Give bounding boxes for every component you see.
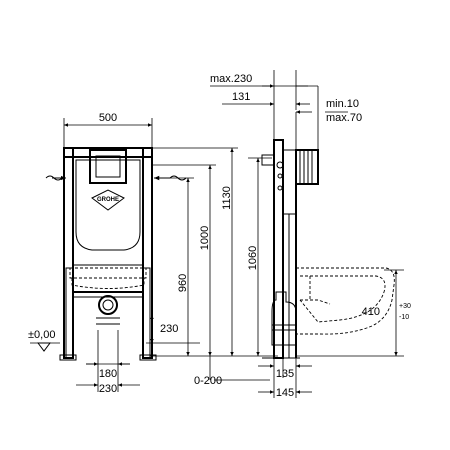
dim-bottom-230: 230	[99, 383, 117, 395]
dim-max-70: max.70	[326, 112, 362, 124]
tol-minus-10: -10	[399, 314, 409, 321]
dim-max-230: max.230	[210, 73, 252, 85]
dim-drain-230: 230	[160, 323, 178, 335]
logo-text: GROHE	[97, 197, 119, 203]
front-view: 500	[28, 112, 200, 395]
dim-bowl-410: 410	[362, 306, 380, 318]
dim-depth-145: 145	[276, 387, 294, 399]
dim-height-960: 960	[177, 274, 189, 292]
height-dimensions: 960 1000 1130 1060 0-200	[150, 147, 278, 387]
dim-min-10: min.10	[326, 98, 359, 110]
dim-depth-135: 135	[276, 368, 294, 380]
dim-bottom-180: 180	[99, 368, 117, 380]
dim-width-500: 500	[99, 112, 117, 124]
tol-plus-30: +30	[399, 303, 411, 310]
floor-reference: ±0,00	[28, 329, 60, 352]
dim-range-0-200: 0-200	[194, 375, 222, 387]
frame	[59, 147, 157, 361]
dim-height-1000: 1000	[199, 226, 211, 250]
side-view: max.230 131 min.10 max.70	[210, 70, 411, 399]
grohe-logo: GROHE	[91, 189, 125, 211]
dim-depth-131: 131	[232, 91, 250, 103]
label-floor-level: ±0,00	[28, 329, 55, 341]
dim-height-1130: 1130	[221, 186, 233, 210]
dim-height-1060: 1060	[247, 246, 259, 270]
